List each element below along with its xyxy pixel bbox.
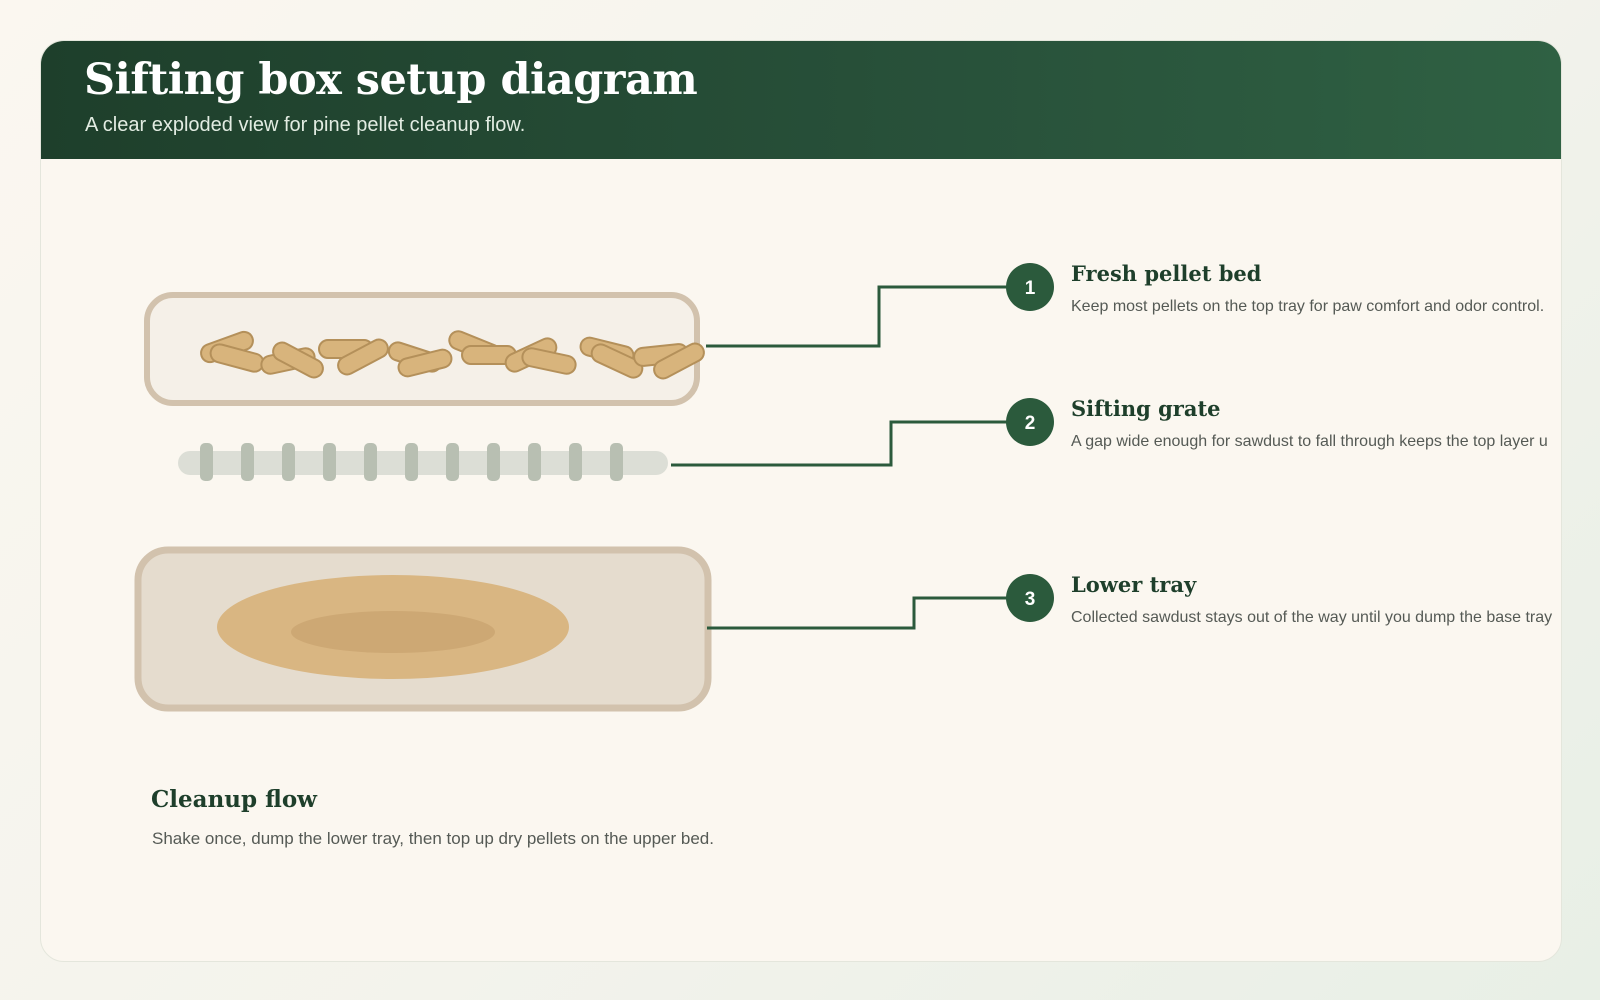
marker-1: 1: [1006, 263, 1054, 311]
callout-2-title: Sifting grate: [1071, 396, 1221, 421]
pellet: [337, 338, 389, 376]
sifting-grate: [178, 443, 668, 481]
grate-tooth: [241, 443, 254, 481]
callout-1-description: Keep most pellets on the top tray for pa…: [1071, 298, 1545, 315]
top-tray: [144, 292, 705, 406]
pellet-cluster: [200, 330, 705, 380]
grate-tooth: [405, 443, 418, 481]
marker-3: 3: [1006, 574, 1054, 622]
grate-tooth: [200, 443, 213, 481]
grate-bar: [178, 451, 668, 475]
grate-tooth: [282, 443, 295, 481]
marker-1-circle: [1006, 263, 1054, 311]
pellet: [653, 342, 705, 380]
leader-line-2: [671, 420, 1009, 467]
exploded-view-diagram: 1 2 3: [134, 263, 1054, 712]
pellet: [521, 347, 577, 375]
diagram-card: Sifting box setup diagram A clear explod…: [40, 40, 1562, 962]
grate-tooth: [528, 443, 541, 481]
grate-tooth: [364, 443, 377, 481]
marker-2: 2: [1006, 398, 1054, 446]
pellet: [397, 348, 453, 378]
header-banner: Sifting box setup diagram A clear explod…: [41, 41, 1561, 159]
leader-line-3: [707, 596, 1009, 630]
callout-3-title: Lower tray: [1071, 572, 1197, 597]
grate-tooth: [446, 443, 459, 481]
page-title: Sifting box setup diagram: [84, 55, 698, 105]
marker-3-circle: [1006, 574, 1054, 622]
callout-2-description: A gap wide enough for sawdust to fall th…: [1071, 433, 1548, 450]
marker-1-number: 1: [1025, 278, 1036, 299]
grate-teeth: [200, 443, 623, 481]
cleanup-flow-description: Shake once, dump the lower tray, then to…: [152, 829, 714, 848]
callout-3-description: Collected sawdust stays out of the way u…: [1071, 609, 1553, 626]
grate-tooth: [323, 443, 336, 481]
grate-tooth: [569, 443, 582, 481]
marker-3-number: 3: [1025, 589, 1036, 610]
lower-tray: [134, 546, 712, 712]
marker-2-circle: [1006, 398, 1054, 446]
pellet: [590, 343, 644, 379]
grate-tooth: [487, 443, 500, 481]
page-subtitle: A clear exploded view for pine pellet cl…: [85, 114, 526, 136]
marker-2-number: 2: [1025, 413, 1036, 434]
sawdust-core: [291, 611, 495, 653]
cleanup-flow-title: Cleanup flow: [151, 786, 317, 813]
leader-line-1: [706, 285, 1009, 348]
callout-1-title: Fresh pellet bed: [1071, 261, 1262, 286]
pellet: [272, 341, 324, 379]
grate-tooth: [610, 443, 623, 481]
